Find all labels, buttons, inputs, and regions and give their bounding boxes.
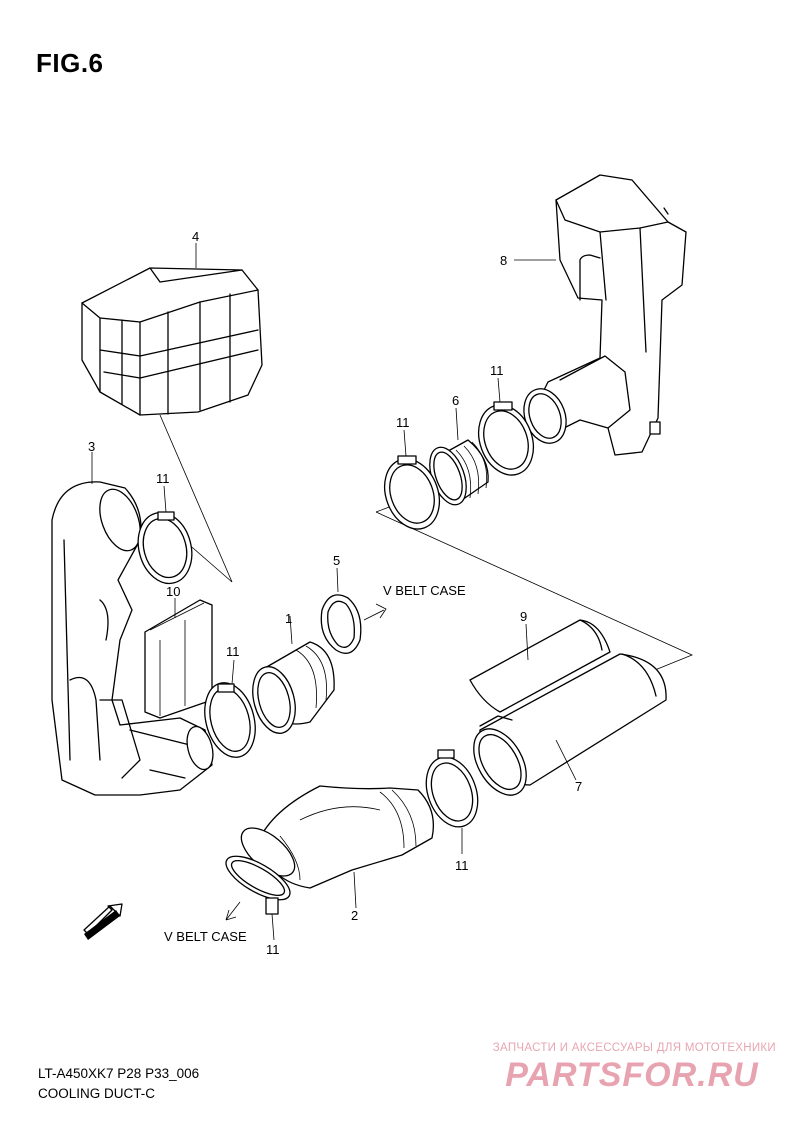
callout-3: 3	[88, 439, 96, 454]
v-belt-case-label-left: V BELT CASE	[164, 929, 247, 944]
part-9-shield-drawing	[469, 619, 611, 713]
watermark-logo: PARTSFOR.RU	[505, 1056, 759, 1094]
figure-code: LT-A450XK7 P28 P33_006	[38, 1066, 200, 1081]
callout-1: 1	[285, 611, 293, 626]
part-6-bellows-drawing	[429, 407, 489, 506]
part-7-pipe-drawing	[473, 653, 667, 796]
part-5-gasket-drawing	[320, 567, 387, 654]
part-11-clamp-left-drawing	[204, 659, 256, 758]
part-4-cover-drawing	[81, 243, 263, 416]
fwd-arrow-icon	[83, 903, 123, 940]
part-1-sleeve-drawing	[252, 615, 335, 734]
callout-11-right: 11	[455, 858, 469, 873]
part-8-upper-duct-drawing	[514, 174, 687, 456]
figure-name: COOLING DUCT-C	[38, 1086, 156, 1101]
callout-11-top: 11	[490, 363, 504, 378]
part-2-hose-drawing	[240, 785, 435, 909]
callout-11-bottom: 11	[266, 942, 280, 957]
part-11-clamp-upper-drawing	[137, 485, 193, 585]
callout-11-upper: 11	[396, 415, 410, 430]
part-11-clamp-right-drawing	[383, 429, 441, 530]
part-10-screen-drawing	[144, 598, 213, 719]
part-3-duct-drawing	[51, 452, 214, 796]
callout-11-left: 11	[226, 644, 240, 659]
part-11-clamp-top-drawing	[477, 377, 535, 476]
callout-8: 8	[500, 253, 508, 268]
watermark-caption: ЗАПЧАСТИ И АКСЕССУАРЫ ДЛЯ МОТОТЕХНИКИ	[492, 1042, 776, 1054]
part-11-clamp-bottom-drawing	[425, 749, 479, 854]
figure-title: FIG.6	[36, 48, 104, 78]
callout-4: 4	[192, 229, 200, 244]
callout-10: 10	[166, 584, 181, 599]
callout-11-mid: 11	[156, 471, 170, 486]
svg-text:PARTSFOR.RU: PARTSFOR.RU	[505, 1056, 759, 1094]
part-11-clamp-bottom-left-drawing	[225, 855, 291, 941]
callout-6: 6	[452, 393, 460, 408]
reference-lines	[159, 414, 694, 673]
direction-arrows	[225, 901, 241, 921]
callout-9: 9	[520, 609, 528, 624]
callout-7: 7	[575, 779, 583, 794]
v-belt-case-label-right: V BELT CASE	[383, 583, 466, 598]
callout-2: 2	[351, 908, 359, 923]
callout-5: 5	[333, 553, 341, 568]
